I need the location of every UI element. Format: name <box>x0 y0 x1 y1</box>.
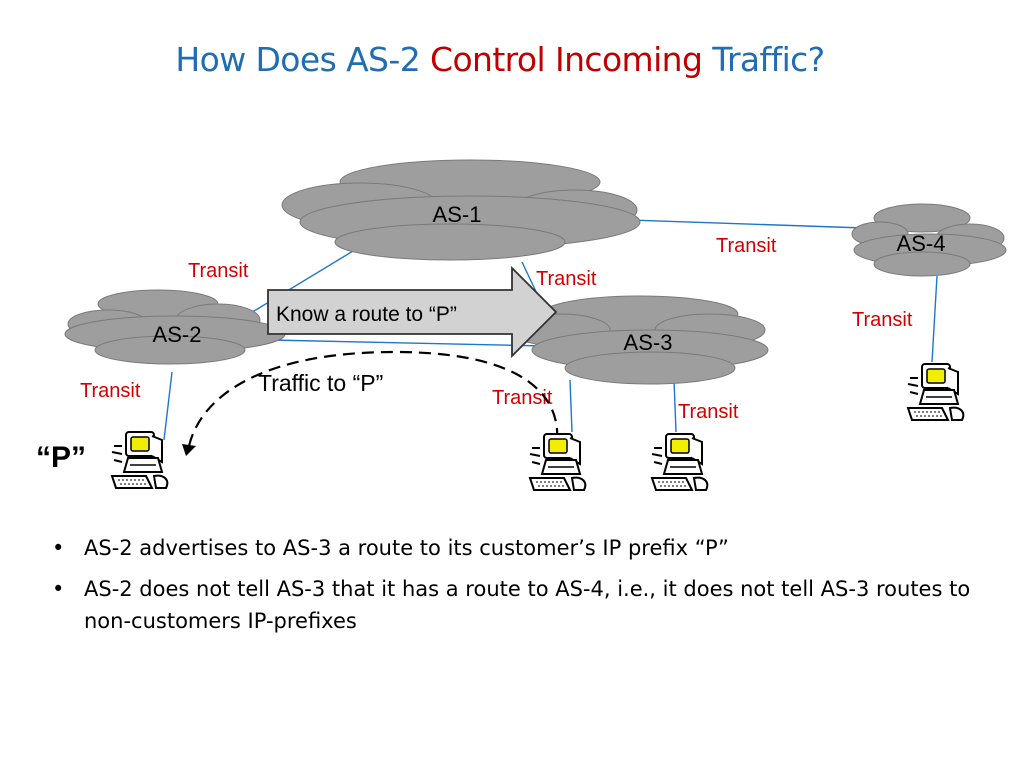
bullet-dot: • <box>52 577 65 601</box>
transit-label-as3-host2: Transit <box>678 401 739 423</box>
p-label: “P” <box>36 441 86 474</box>
link-as1-as4 <box>629 219 865 229</box>
link-as4-host <box>931 275 938 363</box>
cloud-label-as1: AS-1 <box>433 202 482 227</box>
bullet-dot: • <box>52 536 65 560</box>
traffic-label: Traffic to “P” <box>258 370 383 396</box>
cloud-label-as3: AS-3 <box>624 330 673 355</box>
bullet-text: AS-2 advertises to AS-3 a route to its c… <box>84 536 729 560</box>
network-diagram: AS-1 AS-2 AS-3 AS-4 Trans <box>36 159 1007 491</box>
transit-label-as1-as4: Transit <box>716 235 777 257</box>
computer-icon-as4 <box>907 363 965 421</box>
computer-icon-p <box>111 431 169 489</box>
bullet-text: AS-2 does not tell AS-3 that it has a ro… <box>84 577 971 633</box>
route-advertisement-label: Know a route to “P” <box>276 303 457 326</box>
bullet-item: • AS-2 advertises to AS-3 a route to its… <box>52 532 972 564</box>
page-title: How Does AS-2 Control Incoming Traffic? <box>0 40 1000 79</box>
cloud-as1 <box>281 159 641 261</box>
transit-label-as3-host1: Transit <box>492 387 553 409</box>
cloud-label-as2: AS-2 <box>153 322 202 347</box>
traffic-arrow <box>187 350 559 447</box>
cloud-as4 <box>851 203 1007 277</box>
bullet-item: • AS-2 does not tell AS-3 that it has a … <box>52 573 972 637</box>
cloud-label-as4: AS-4 <box>897 231 946 256</box>
transit-label-as1-as3: Transit <box>536 268 597 290</box>
bullet-list: • AS-2 advertises to AS-3 a route to its… <box>52 532 972 646</box>
route-advertisement-arrow <box>267 265 558 359</box>
title-part-2: Control Incoming <box>430 40 703 79</box>
cloud-as3 <box>509 295 769 385</box>
title-part-3: Traffic? <box>702 40 825 79</box>
traffic-arrow-head <box>182 444 196 456</box>
cloud-as2 <box>64 289 286 365</box>
transit-label-as2-p: Transit <box>80 380 141 402</box>
computer-icon-as3-1 <box>529 433 587 491</box>
link-as3-host2 <box>673 379 677 433</box>
transit-label-as4-host: Transit <box>852 309 913 331</box>
link-as2-p <box>163 371 173 441</box>
link-as3-host1 <box>569 379 573 433</box>
computer-icon-as3-2 <box>651 433 709 491</box>
transit-label-as1-as2: Transit <box>188 260 249 282</box>
link-as2-as3 <box>269 339 546 347</box>
title-part-1: How Does AS-2 <box>175 40 430 79</box>
